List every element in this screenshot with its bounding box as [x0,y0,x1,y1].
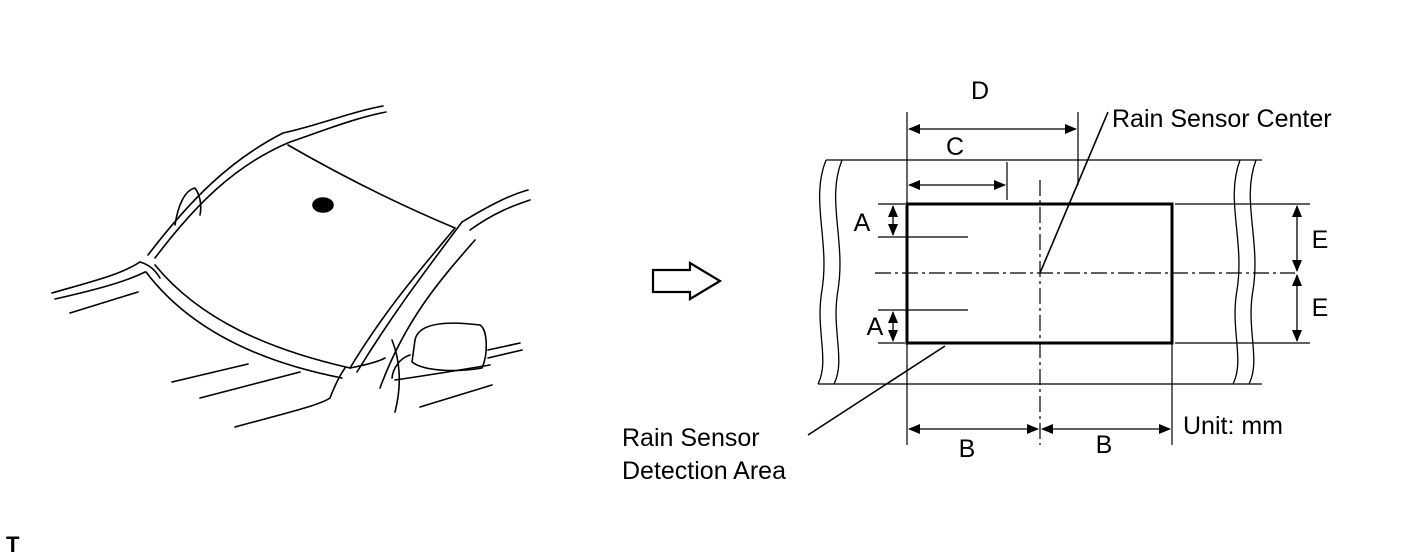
label-e-bottom: E [1312,294,1329,322]
center-lines [875,180,1295,445]
extension-lines [878,112,1310,445]
label-e-top: E [1312,226,1329,254]
label-detection-area-line2: Detection Area [622,457,786,485]
center-leader-line [1039,111,1109,274]
leader-lines [807,111,1109,436]
corner-code: T [6,532,20,557]
label-b-left: B [959,435,976,463]
label-unit: Unit: mm [1183,412,1283,440]
dimension-arrows [888,124,1302,434]
label-a-top: A [854,209,871,237]
car-windshield-illustration [51,105,531,428]
label-d: D [971,77,989,105]
label-detection-area-line1: Rain Sensor [622,424,760,452]
windshield-strip [817,159,1262,385]
label-rain-sensor-center: Rain Sensor Center [1112,105,1332,133]
label-a-bottom: A [867,313,884,341]
right-arrow-icon [651,261,723,301]
detection-area-leader-line [807,345,946,436]
label-b-right: B [1096,431,1113,459]
label-c: C [946,133,964,161]
